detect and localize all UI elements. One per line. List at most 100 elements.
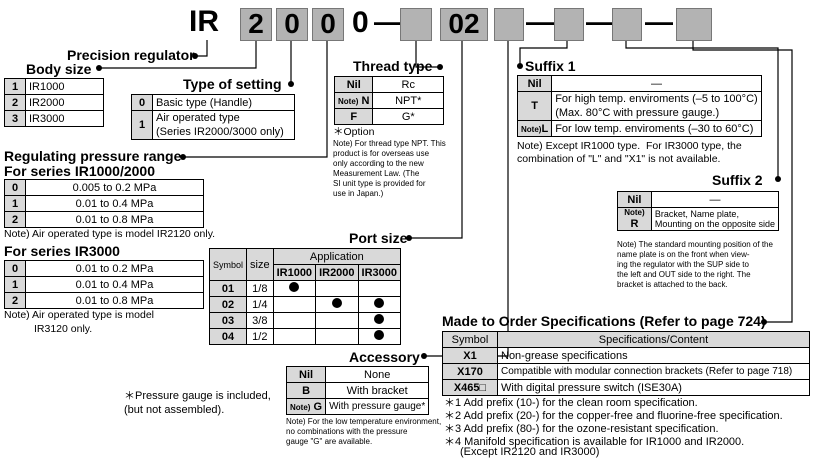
setting-value: Basic type (Handle) (152, 94, 295, 111)
body-size-code: 2 (4, 94, 26, 111)
pressure-code: 2 (4, 211, 26, 228)
port-model-header: IR3000 (357, 264, 402, 281)
suffix2-code: Nil (617, 191, 652, 208)
suffix1-value: For high temp. enviroments (–5 to 100°C)… (551, 91, 762, 121)
thread-value: NPT* (372, 92, 444, 109)
applicable-dot-icon (331, 298, 342, 308)
setting-value: Air operated type (Series IR2000/3000 on… (152, 110, 295, 140)
code-suffix2-blank (612, 8, 642, 41)
port-application-cell (357, 328, 402, 345)
suffix2-value: Bracket, Name plate, Mounting on the opp… (650, 207, 780, 231)
body-size-value: IR3000 (25, 110, 104, 127)
code-dash: — (645, 6, 673, 37)
code-digit-pressure: 0 (312, 8, 344, 41)
series-b-title: For series IR3000 (4, 243, 120, 259)
port-application-cell (357, 280, 402, 297)
accessory-code: B (285, 382, 327, 399)
suffix2-title: Suffix 2 (712, 172, 763, 188)
pressure-value: 0.01 to 0.4 MPa (25, 195, 204, 212)
body-size-code: 3 (4, 110, 26, 127)
thread-value: Rc (372, 76, 444, 93)
port-application-cell (357, 312, 402, 329)
mto-content-header: Specifications/Content (497, 331, 810, 348)
series-b-note: Note) Air operated type is model (4, 309, 154, 321)
code-digit-zero: 0 (352, 6, 369, 39)
port-symbol: 01 (208, 280, 248, 297)
port-symbol: 04 (208, 328, 248, 345)
setting-code: 1 (131, 110, 153, 140)
code-thread-blank (400, 8, 432, 41)
suffix1-note: Note) Except IR1000 type. For IR3000 typ… (517, 140, 742, 165)
port-application-header: Application (272, 248, 402, 265)
pressure-value: 0.01 to 0.8 MPa (25, 292, 204, 309)
applicable-dot-icon (374, 330, 385, 340)
code-dash: — (374, 6, 402, 37)
body-size-value: IR1000 (25, 78, 104, 95)
mto-content: Non-grease specifications (497, 347, 810, 364)
port-size: 1/4 (246, 296, 274, 313)
suffix2-code: Note)R (617, 207, 652, 231)
port-application-cell (315, 312, 359, 329)
accessory-title: Accessory (349, 349, 420, 365)
body-size-title: Body size (26, 61, 92, 77)
mto-note-4: ＊4 Manifold specification is available f… (444, 436, 745, 448)
port-size: 1/8 (246, 280, 274, 297)
code-prefix: IR (189, 5, 219, 38)
port-application-cell (315, 328, 359, 345)
suffix1-value: For low temp. enviroments (–30 to 60°C) (551, 120, 762, 137)
mto-note-2: ＊2 Add prefix (20-) for the copper-free … (444, 410, 783, 422)
made-to-order-title: Made to Order Specifications (Refer to p… (442, 313, 766, 329)
port-application-cell (357, 296, 402, 313)
thread-code: F (333, 108, 374, 125)
port-application-cell (315, 296, 359, 313)
thread-type-title: Thread type (353, 58, 433, 74)
accessory-value: With bracket (325, 382, 430, 399)
pressure-code: 2 (4, 292, 26, 309)
port-application-cell (272, 296, 317, 313)
accessory-value: None (325, 366, 430, 383)
port-size-title: Port size (349, 230, 408, 246)
thread-code: Note) N (333, 92, 374, 109)
suffix1-title: Suffix 1 (525, 58, 576, 74)
code-accessory-blank (494, 8, 524, 41)
applicable-dot-icon (289, 282, 300, 292)
pressure-code: 0 (4, 179, 26, 196)
gauge-note: ＊Pressure gauge is included, (but not as… (124, 390, 271, 416)
accessory-code: Nil (285, 366, 327, 383)
code-mto-blank (676, 8, 712, 41)
accessory-code: Note) G (285, 398, 327, 415)
thread-option-note: ＊Option (333, 126, 375, 138)
port-size: 3/8 (246, 312, 274, 329)
thread-code: Nil (333, 76, 374, 93)
port-size-table: Symbol size Application IR1000 IR2000 IR… (208, 248, 402, 345)
pressure-range-title: Regulating pressure range (4, 148, 182, 164)
port-application-cell (272, 280, 317, 297)
series-a-title: For series IR1000/2000 (4, 163, 155, 179)
thread-value: G* (372, 108, 444, 125)
accessory-note: Note) For the low temperature environmen… (286, 417, 442, 446)
pressure-code: 0 (4, 260, 26, 277)
code-dash: — (586, 6, 614, 37)
pressure-value: 0.01 to 0.8 MPa (25, 211, 204, 228)
port-application-cell (272, 328, 317, 345)
port-symbol: 02 (208, 296, 248, 313)
code-suffix1-blank (554, 8, 584, 41)
port-size-header: size (246, 248, 274, 281)
pressure-value: 0.005 to 0.2 MPa (25, 179, 204, 196)
body-size-value: IR2000 (25, 94, 104, 111)
mto-note-1: ＊1 Add prefix (10-) for the clean room s… (444, 397, 698, 409)
pressure-code: 1 (4, 276, 26, 293)
port-model-header: IR2000 (315, 264, 359, 281)
port-size: 1/2 (246, 328, 274, 345)
series-b-note-cont: IR3120 only. (34, 323, 93, 335)
code-digit-body-size: 2 (240, 8, 272, 41)
port-symbol: 03 (208, 312, 248, 329)
